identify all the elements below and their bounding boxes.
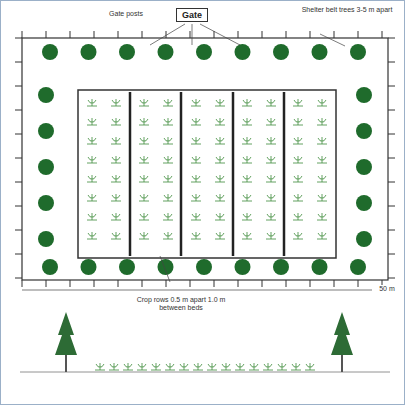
- bed-dividers: [130, 92, 284, 256]
- note-label: Crop rows 0.5 m apart 1.0 m between beds: [125, 296, 237, 312]
- note-label: Shelter belt trees 3-5 m apart: [300, 6, 394, 14]
- fence-posts: [15, 31, 395, 287]
- gate-label: Gate: [182, 10, 202, 20]
- note-label: Gate posts: [90, 10, 162, 18]
- note-label: 50 m: [372, 285, 402, 293]
- crop-plants: [87, 99, 327, 239]
- shelter-trees: [38, 44, 372, 275]
- leader-lines: [22, 24, 388, 290]
- side-view: [20, 312, 390, 372]
- gate-box: Gate: [176, 8, 208, 22]
- fence: [22, 38, 388, 280]
- plot-border: [78, 90, 336, 258]
